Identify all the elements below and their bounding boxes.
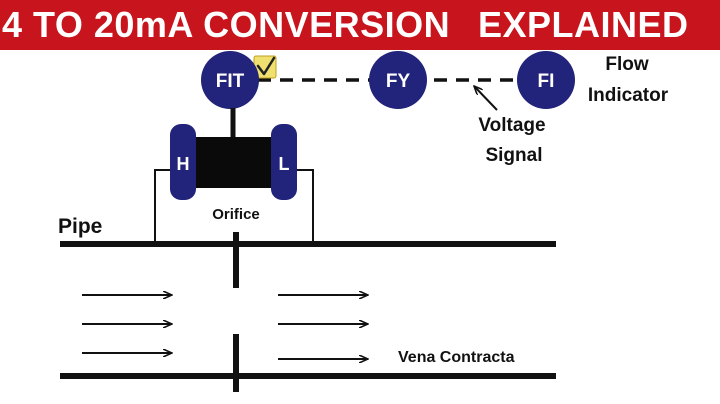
orifice-label: Orifice [212, 206, 260, 223]
dp-transmitter-body [192, 137, 274, 188]
low-label: L [279, 154, 290, 174]
flow-indicator-line1: Flow [605, 54, 648, 75]
pipe-label: Pipe [58, 215, 102, 238]
checkmark-icon [253, 55, 277, 79]
fi-indicator: FI [517, 51, 575, 109]
flow-indicator-line2: Indicator [588, 85, 669, 106]
title-right: EXPLAINED [478, 4, 689, 45]
voltage-signal-line2: Signal [485, 145, 542, 166]
fy-converter: FY [369, 51, 427, 109]
title-banner: 4 TO 20mA CONVERSION EXPLAINED [0, 0, 720, 50]
fi-label: FI [538, 71, 555, 92]
high-label: H [177, 154, 190, 174]
fit-transmitter: FIT [201, 51, 259, 109]
title-left: 4 TO 20mA CONVERSION [2, 4, 451, 45]
fit-label: FIT [216, 71, 245, 92]
vena-contracta-label: Vena Contracta [398, 349, 515, 366]
fy-label: FY [386, 71, 411, 92]
voltage-pointer-arrow [474, 86, 498, 111]
high-pressure-capsule: H [170, 124, 196, 200]
low-pressure-capsule: L [271, 124, 297, 200]
voltage-signal-line1: Voltage [478, 115, 545, 136]
